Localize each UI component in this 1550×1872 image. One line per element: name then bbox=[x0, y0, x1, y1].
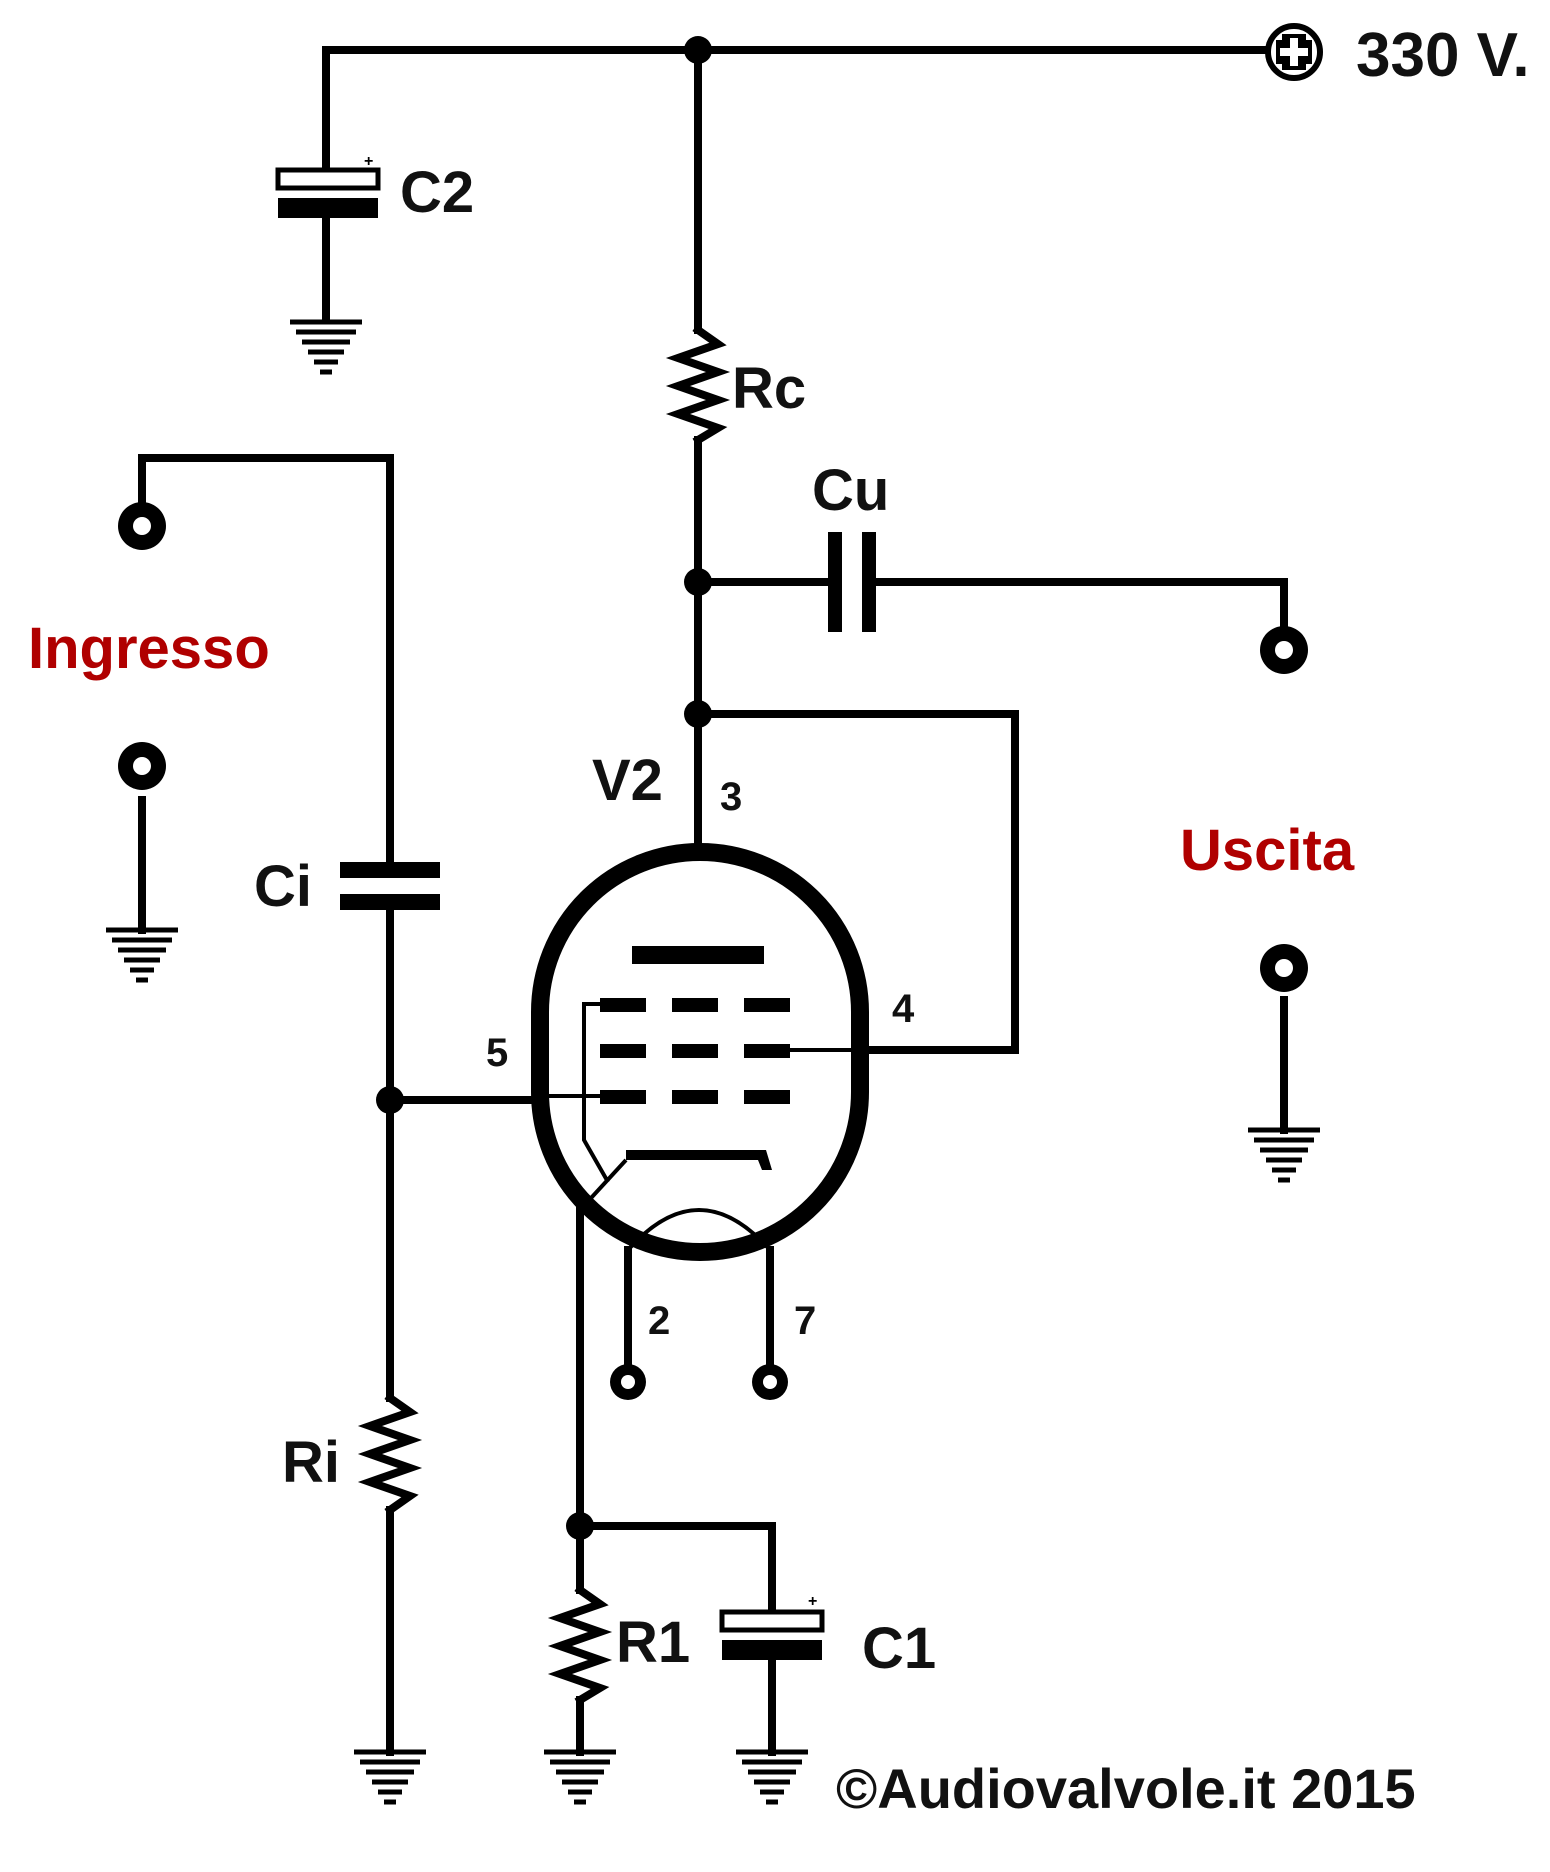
tube-grids bbox=[600, 998, 790, 1104]
svg-text:+: + bbox=[808, 1593, 817, 1610]
input-terminal-signal bbox=[118, 502, 166, 550]
capacitor-c2: + bbox=[275, 153, 381, 218]
ground-input bbox=[106, 927, 178, 983]
capacitor-cu bbox=[828, 532, 876, 632]
wires bbox=[138, 46, 1288, 1756]
heater-terminal-2 bbox=[610, 1364, 646, 1400]
ground-symbols bbox=[106, 319, 1320, 1805]
label-c1: C1 bbox=[862, 1616, 936, 1681]
pin-7-label: 7 bbox=[794, 1299, 816, 1343]
heater-terminal-7 bbox=[752, 1364, 788, 1400]
ground-c2 bbox=[290, 319, 362, 375]
pin-5-label: 5 bbox=[486, 1031, 508, 1075]
label-c2: C2 bbox=[400, 160, 474, 225]
svg-text:+: + bbox=[364, 153, 373, 170]
label-rc: Rc bbox=[732, 356, 806, 421]
tube-cathode bbox=[626, 1150, 772, 1170]
tube-plate bbox=[632, 946, 764, 964]
label-output: Uscita bbox=[1180, 818, 1355, 883]
supply-terminal bbox=[1265, 23, 1323, 81]
pin-2-label: 2 bbox=[648, 1299, 670, 1343]
label-cu: Cu bbox=[812, 458, 889, 523]
ground-output bbox=[1248, 1127, 1320, 1183]
junctions bbox=[376, 36, 712, 1540]
capacitor-c1: + bbox=[719, 1593, 825, 1660]
output-terminal-signal bbox=[1260, 626, 1308, 674]
pin-3-label: 3 bbox=[720, 775, 742, 819]
pin-4-label: 4 bbox=[892, 987, 915, 1031]
resistor-rc bbox=[665, 324, 731, 446]
label-ci: Ci bbox=[254, 854, 312, 919]
resistor-r1 bbox=[547, 1584, 613, 1706]
ground-ri bbox=[354, 1749, 426, 1805]
input-terminal-ground bbox=[118, 742, 166, 790]
output-terminal-ground bbox=[1260, 944, 1308, 992]
ground-r1 bbox=[544, 1749, 616, 1805]
label-input: Ingresso bbox=[28, 616, 270, 681]
tube-heater bbox=[626, 1208, 772, 1252]
capacitor-ci bbox=[340, 862, 440, 910]
label-ri: Ri bbox=[282, 1430, 340, 1495]
label-r1: R1 bbox=[616, 1610, 690, 1675]
resistor-ri bbox=[357, 1392, 423, 1516]
ground-c1 bbox=[736, 1749, 808, 1805]
label-v2: V2 bbox=[592, 748, 663, 813]
supply-voltage-label: 330 V. bbox=[1356, 21, 1530, 90]
pentode-tube-v2 bbox=[531, 843, 869, 1261]
copyright-notice: ©Audiovalvole.it 2015 bbox=[836, 1757, 1416, 1820]
